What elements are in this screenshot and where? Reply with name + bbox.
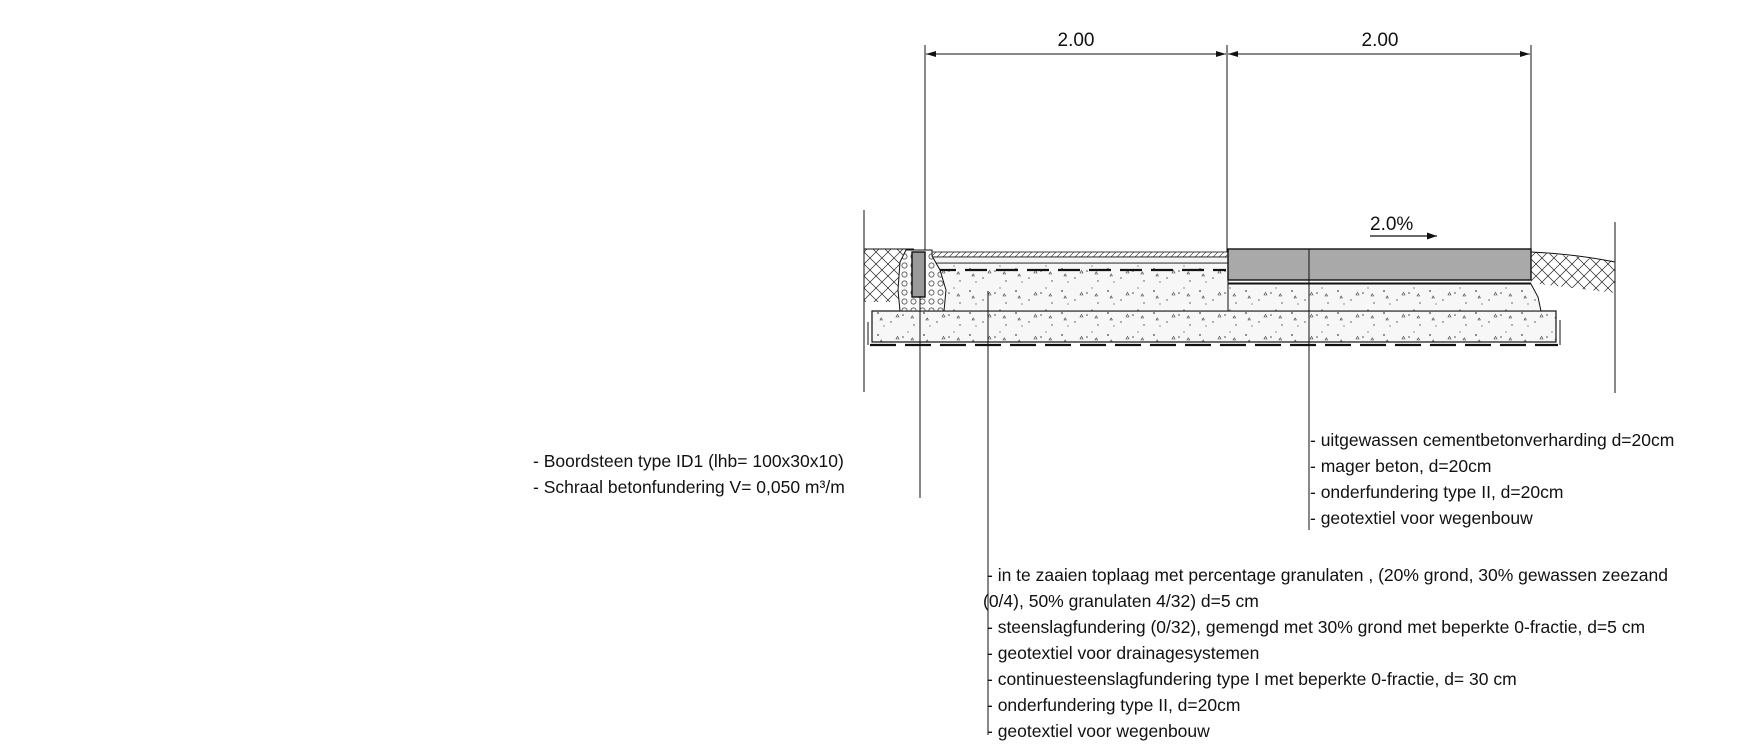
concrete-label-line-2: - mager beton, d=20cm xyxy=(1310,456,1492,476)
curb-stone xyxy=(911,251,926,298)
curb-label-line-1: - Boordsteen type ID1 (lhb= 100x30x10) xyxy=(533,451,844,471)
concrete-label-line-1: - uitgewassen cementbetonverharding d=20… xyxy=(1310,430,1675,450)
concrete-label-line-4: - geotextiel voor wegenbouw xyxy=(1310,508,1533,528)
curb-label-line-2: - Schraal betonfundering V= 0,050 m³/m xyxy=(533,477,845,497)
grass-label-line-6: - onderfundering type II, d=20cm xyxy=(987,695,1241,715)
concrete-label-line-3: - onderfundering type II, d=20cm xyxy=(1310,482,1564,502)
slope-indicator: 2.0% xyxy=(1370,214,1437,240)
grass-label-line-4: - geotextiel voor drainagesystemen xyxy=(987,643,1260,663)
grass-label-line-1: - in te zaaien toplaag met percentage gr… xyxy=(987,565,1669,585)
curb xyxy=(897,249,947,312)
grass-label-line-2: (0/4), 50% granulaten 4/32) d=5 cm xyxy=(983,591,1259,611)
leader-lines xyxy=(919,249,1310,735)
grass-label-line-3: - steenslagfundering (0/32), gemengd met… xyxy=(987,617,1646,637)
subbase-layer xyxy=(867,310,1561,347)
dimension-line: 2.00 2.00 xyxy=(924,30,1532,298)
grass-label-line-5: - continuesteenslagfundering type I met … xyxy=(987,669,1517,689)
concrete-slab xyxy=(1227,248,1532,281)
grass-label-line-7: - geotextiel voor wegenbouw xyxy=(987,721,1210,741)
concrete-lane xyxy=(1227,248,1542,312)
soil-right xyxy=(1530,251,1616,293)
dimension-left-text: 2.00 xyxy=(1058,30,1095,51)
slope-label: 2.0% xyxy=(1370,214,1413,235)
dimension-right-text: 2.00 xyxy=(1362,30,1399,51)
